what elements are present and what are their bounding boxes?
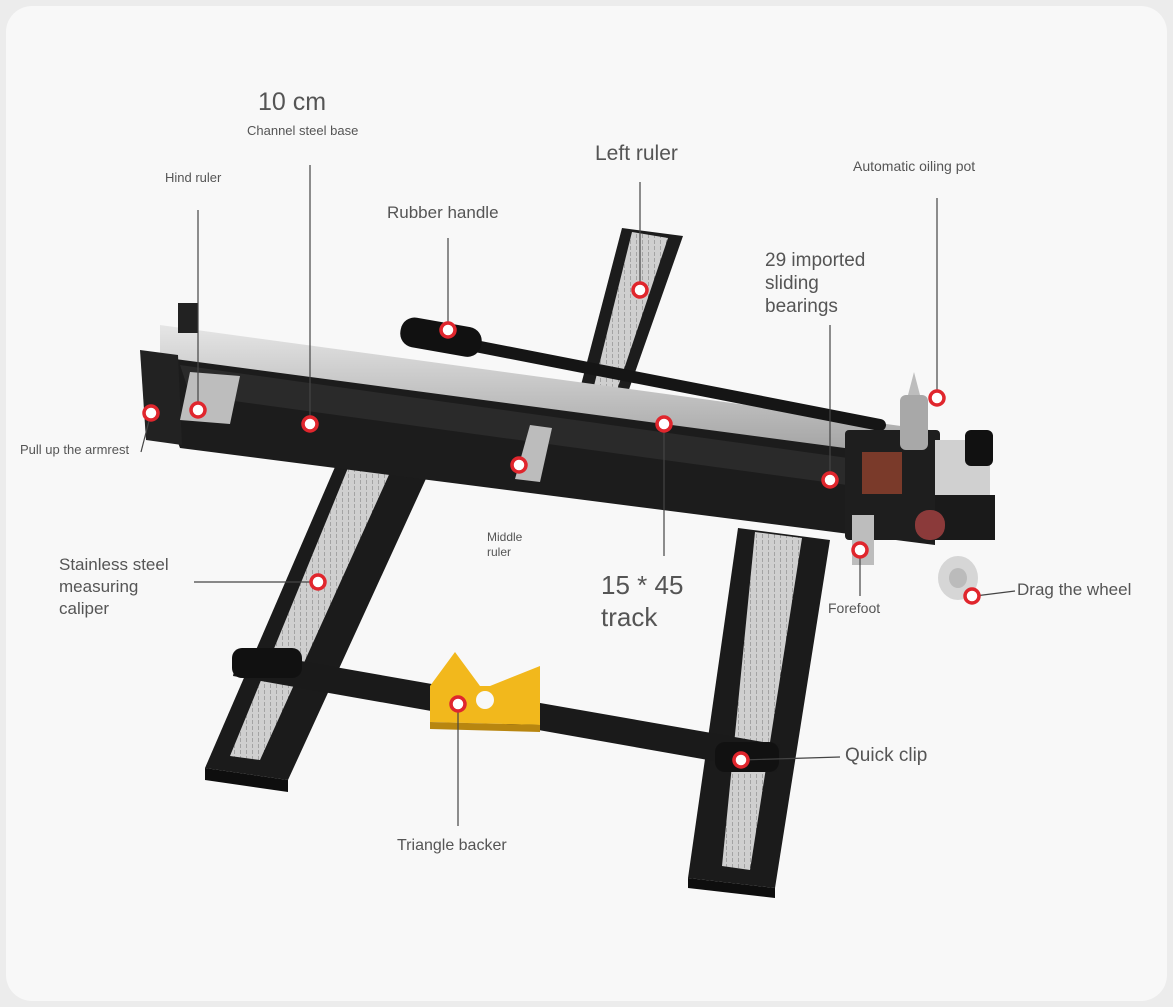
sliding-bearings-line1: 29 imported xyxy=(765,250,866,271)
forefoot-label: Forefoot xyxy=(828,600,881,616)
rubber-handle-part xyxy=(400,317,886,431)
oiling-pot-part xyxy=(900,372,928,450)
automatic-oiling-pot-label: Automatic oiling pot xyxy=(853,158,976,174)
left-ruler-label: Left ruler xyxy=(595,142,678,165)
track-line1: 15 * 45 xyxy=(601,570,684,600)
marker-bearings xyxy=(821,471,839,489)
front-left-rail xyxy=(205,460,430,792)
channel-steel-base-label: Channel steel base xyxy=(247,123,359,138)
cutter-head xyxy=(845,430,995,565)
stainless-line2: measuring xyxy=(59,577,139,596)
track-label: 15 * 45 track xyxy=(601,569,683,633)
marker-middle-ruler xyxy=(510,456,528,474)
middle-ruler-line1: Middle xyxy=(487,530,523,544)
pull-up-armrest-label: Pull up the armrest xyxy=(20,442,130,457)
triangle-backer-part xyxy=(430,652,540,732)
middle-ruler-line2: ruler xyxy=(487,545,512,559)
sliding-bearings-line3: bearings xyxy=(765,296,838,317)
product-diagram-card: 10 cm Channel steel base Hind ruler Rubb… xyxy=(6,6,1167,1001)
rubber-handle-label: Rubber handle xyxy=(387,203,499,222)
stainless-line1: Stainless steel xyxy=(59,555,169,574)
sliding-bearings-line2: sliding xyxy=(765,273,819,294)
leader-drag-wheel xyxy=(974,590,1016,597)
leader-quick-clip xyxy=(740,756,841,761)
left-quick-clip xyxy=(232,648,302,678)
marker-hind-ruler xyxy=(189,401,207,419)
markers-group xyxy=(142,281,981,769)
marker-track xyxy=(655,415,673,433)
middle-ruler-label: Middle ruler xyxy=(487,530,522,560)
marker-quick-clip xyxy=(732,751,750,769)
quick-clip-label: Quick clip xyxy=(845,745,928,766)
stainless-line3: caliper xyxy=(59,599,110,618)
triangle-backer-label: Triangle backer xyxy=(397,837,507,854)
tile-cutter-illustration xyxy=(140,165,1016,898)
drag-wheel-label: Drag the wheel xyxy=(1017,580,1132,599)
marker-oiling-pot xyxy=(928,389,946,407)
marker-forefoot xyxy=(851,541,869,559)
stainless-caliper-label: Stainless steel measuring caliper xyxy=(59,554,169,620)
marker-stainless xyxy=(309,573,327,591)
front-right-rail xyxy=(688,528,830,898)
marker-drag-wheel xyxy=(963,587,981,605)
marker-triangle xyxy=(449,695,467,713)
marker-left-ruler xyxy=(631,281,649,299)
sliding-bearings-label: 29 imported sliding bearings xyxy=(765,249,865,318)
track-line2: track xyxy=(601,602,658,632)
leader-lines xyxy=(140,165,1016,826)
width-value-label: 10 cm xyxy=(258,88,327,116)
marker-rubber-handle xyxy=(439,321,457,339)
marker-armrest xyxy=(142,404,160,422)
hind-ruler-label: Hind ruler xyxy=(165,170,222,185)
marker-channel-base xyxy=(301,415,319,433)
main-beam xyxy=(140,303,935,545)
